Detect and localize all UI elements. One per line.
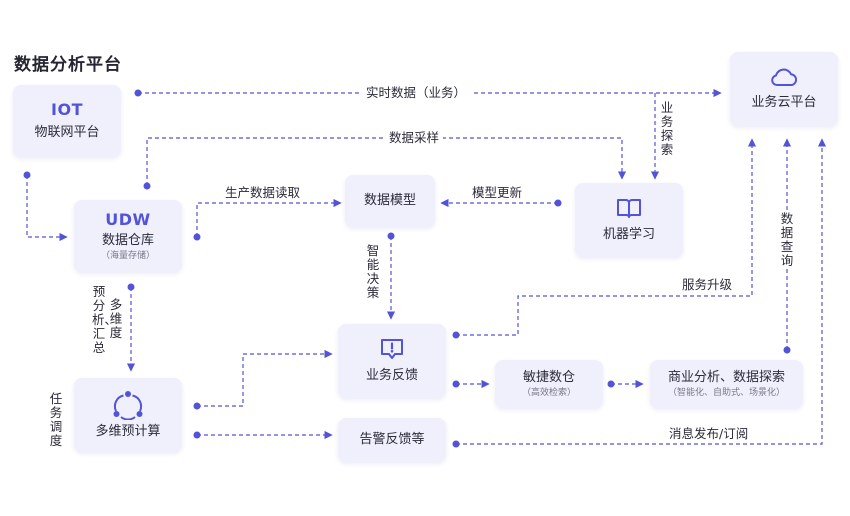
iot-heading: IOT — [51, 100, 83, 119]
dot-compute-right-1 — [193, 402, 201, 410]
dot-iot-realtime — [134, 89, 142, 97]
node-business-feedback[interactable]: 业务反馈 — [338, 324, 446, 398]
edge-compute-feedback — [197, 349, 333, 407]
cloud-label: 业务云平台 — [751, 95, 817, 110]
edge-produce-read — [196, 198, 342, 237]
edge-label-smart-decision: 智能决策 — [366, 243, 380, 300]
dot-compute-right-2 — [193, 431, 201, 439]
iot-label: 物联网平台 — [34, 125, 100, 140]
edge-label-sampling: 数据采样 — [385, 130, 444, 146]
udw-sub: （海量存储） — [100, 250, 155, 261]
book-icon — [615, 196, 643, 220]
feedback-label: 业务反馈 — [365, 368, 418, 383]
agile-sub: （高效检索） — [521, 387, 576, 398]
edge-label-publish: 消息发布/订阅 — [669, 426, 749, 441]
edge-sampling — [146, 137, 627, 186]
node-udw[interactable]: UDW 数据仓库 （海量存储） — [74, 200, 182, 272]
edge-label-realtime: 实时数据（业务） — [360, 85, 473, 101]
udw-heading: UDW — [105, 209, 151, 229]
edge-label-business-explore: 业务探索 — [660, 100, 674, 157]
cloud-icon — [769, 66, 799, 88]
alert-message-icon — [378, 337, 406, 361]
agile-label: 敏捷数仓 — [522, 369, 575, 385]
edge-label-multi-dim: 多维度 — [109, 297, 123, 340]
dot-udw-bottom — [127, 283, 135, 291]
dot-agile-right — [607, 380, 615, 388]
node-data-model[interactable]: 数据模型 — [345, 175, 435, 227]
compute-label: 多维预计算 — [95, 423, 161, 439]
edge-label-task-schedule: 任务调度 — [49, 391, 63, 448]
node-multi-dim-compute[interactable]: 多维预计算 — [74, 378, 182, 452]
node-agile-warehouse[interactable]: 敏捷数仓 （高效检索） — [495, 360, 603, 408]
dot-udw-top — [143, 182, 151, 190]
ml-label: 机器学习 — [602, 227, 655, 242]
edge-service-upgrade — [456, 138, 757, 336]
dot-alert-right — [452, 440, 460, 448]
dot-iot-bottom — [23, 171, 31, 179]
node-machine-learning[interactable]: 机器学习 — [575, 183, 683, 257]
edge-label-preanalysis: 预分析、汇总 — [92, 284, 118, 355]
analysis-label: 商业分析、数据探索 — [667, 369, 785, 385]
edge-iot-udw — [26, 175, 68, 242]
dot-feedback-right-1 — [452, 331, 460, 339]
node-iot[interactable]: IOT 物联网平台 — [13, 85, 121, 157]
share-cycle-icon — [111, 390, 145, 420]
dot-feedback-right-2 — [452, 380, 460, 388]
dot-ml-left — [554, 199, 562, 207]
dot-udw-right — [193, 233, 201, 241]
page-title: 数据分析平台 — [14, 55, 122, 75]
node-business-cloud[interactable]: 业务云平台 — [730, 52, 838, 126]
edge-label-data-query: 数据查询 — [780, 211, 794, 268]
model-label: 数据模型 — [363, 193, 416, 208]
edge-publish — [456, 138, 827, 445]
node-business-analysis[interactable]: 商业分析、数据探索 （智能化、自助式、场景化） — [650, 360, 803, 408]
dot-analysis-top — [783, 346, 791, 354]
edge-label-service-upgrade: 服务升级 — [682, 277, 733, 292]
edge-label-produce-read: 生产数据读取 — [225, 185, 301, 200]
edge-label-model-update: 模型更新 — [472, 185, 523, 200]
analysis-sub: （智能化、自助式、场景化） — [667, 387, 785, 398]
node-alert-feedback[interactable]: 告警反馈等 — [338, 418, 446, 462]
alert-label: 告警反馈等 — [359, 432, 425, 447]
udw-label: 数据仓库 — [101, 232, 154, 248]
dot-model-bottom — [387, 232, 395, 240]
